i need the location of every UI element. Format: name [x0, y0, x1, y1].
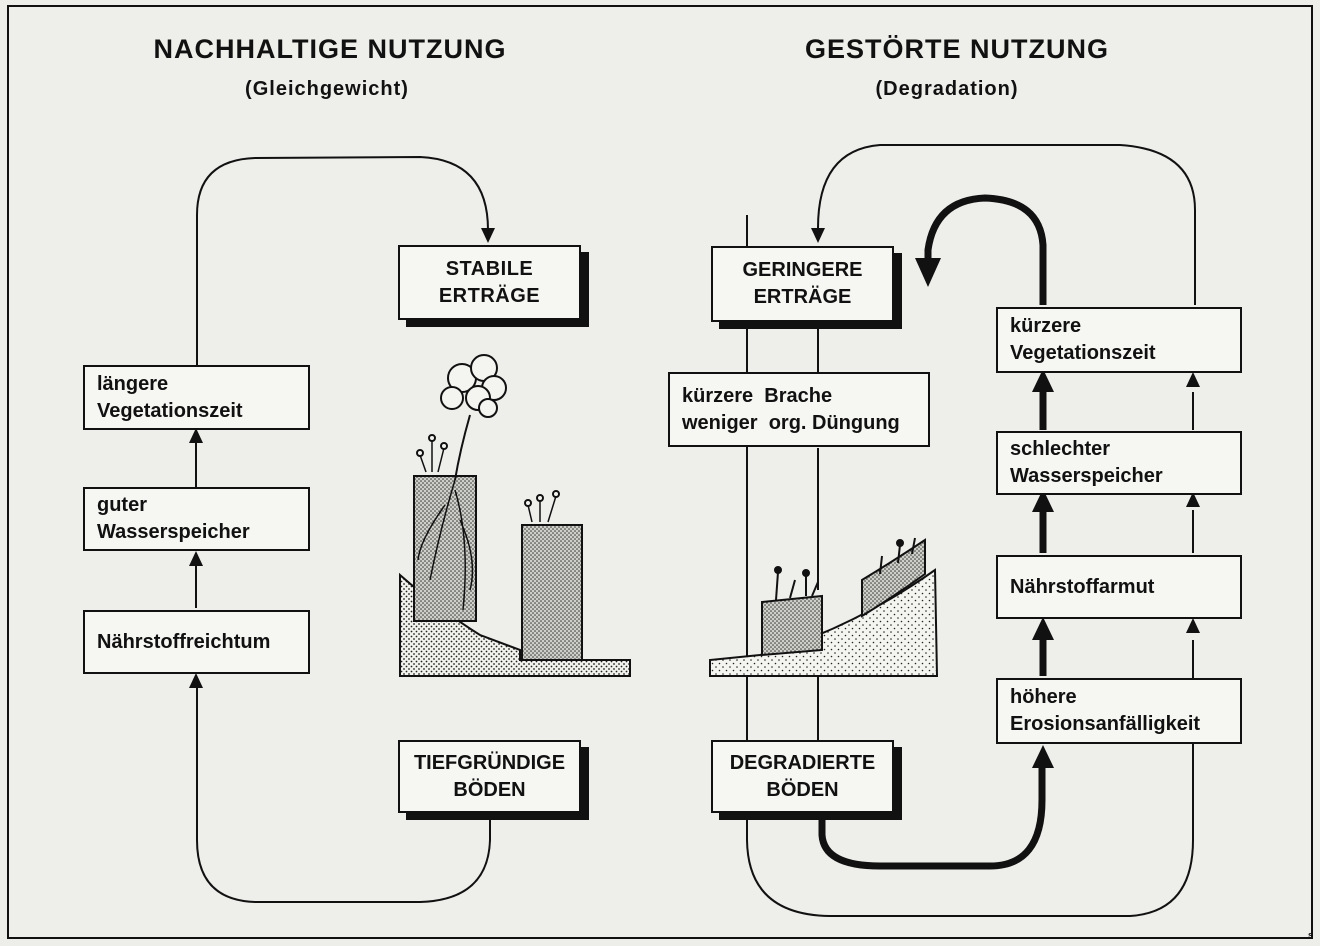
box-line: DEGRADIERTE [729, 751, 876, 774]
box-kuerzere-brache: kürzere Brache weniger org. Düngung [668, 372, 930, 447]
box-line: guter [97, 494, 147, 516]
left-arrowheads [189, 228, 495, 688]
right-thick-arrowheads [915, 258, 1054, 768]
box-line: Erosionsanfälligkeit [1010, 713, 1201, 735]
left-soil-illustration [399, 354, 631, 677]
box-line: kürzere Brache [682, 384, 833, 407]
box-line: Wasserspeicher [97, 521, 250, 543]
box-laengere-vegetationszeit: längere Vegetationszeit [83, 365, 310, 430]
right-title: GESTÖRTE NUTZUNG [805, 34, 1109, 64]
box-naehrstoffarmut: Nährstoffarmut [996, 555, 1242, 619]
box-tiefgruendige-boeden: TIEFGRÜNDIGE BÖDEN [398, 740, 581, 813]
right-soil-illustration [709, 537, 939, 677]
box-line: Wasserspeicher [1010, 465, 1163, 487]
box-line: BÖDEN [453, 778, 526, 801]
left-subtitle: (Gleichgewicht) [245, 78, 409, 100]
box-guter-wasserspeicher: guter Wasserspeicher [83, 487, 310, 551]
box-line: weniger org. Düngung [682, 411, 900, 434]
box-line: STABILE [445, 257, 534, 280]
box-line: Nährstoffreichtum [97, 630, 271, 653]
box-line: schlechter [1010, 438, 1111, 460]
box-kuerzere-vegetationszeit: kürzere Vegetationszeit [996, 307, 1242, 373]
box-line: höhere [1010, 686, 1077, 708]
box-geringere-ertraege: GERINGERE ERTRÄGE [711, 246, 894, 322]
box-line: GERINGERE [742, 259, 863, 281]
right-subtitle: (Degradation) [875, 78, 1019, 100]
left-title: NACHHALTIGE NUTZUNG [153, 34, 507, 64]
right-thick-arrows [818, 194, 1047, 870]
box-line: Vegetationszeit [97, 399, 243, 422]
box-line: kürzere [1010, 315, 1082, 337]
box-schlechter-wasserspeicher: schlechter Wasserspeicher [996, 431, 1242, 495]
box-degradierte-boeden: DEGRADIERTE BÖDEN [711, 740, 894, 813]
box-line: ERTRÄGE [438, 284, 541, 307]
box-stabile-ertraege: STABILE ERTRÄGE [398, 245, 581, 320]
box-line: ERTRÄGE [753, 286, 852, 308]
box-line: BÖDEN [766, 778, 839, 801]
box-hoehere-erosionsanfaelligkeit: höhere Erosionsanfälligkeit [996, 678, 1242, 744]
box-naehrstoffreichtum: Nährstoffreichtum [83, 610, 310, 674]
left-cycle-arrows [195, 155, 491, 903]
box-line: TIEFGRÜNDIGE [413, 751, 566, 774]
right-cycle-arrows [746, 144, 1196, 917]
box-line: Nährstoffarmut [1010, 575, 1155, 598]
corner-mark: s [1308, 930, 1314, 940]
box-line: Vegetationszeit [1010, 342, 1156, 364]
box-line: längere [97, 372, 169, 395]
